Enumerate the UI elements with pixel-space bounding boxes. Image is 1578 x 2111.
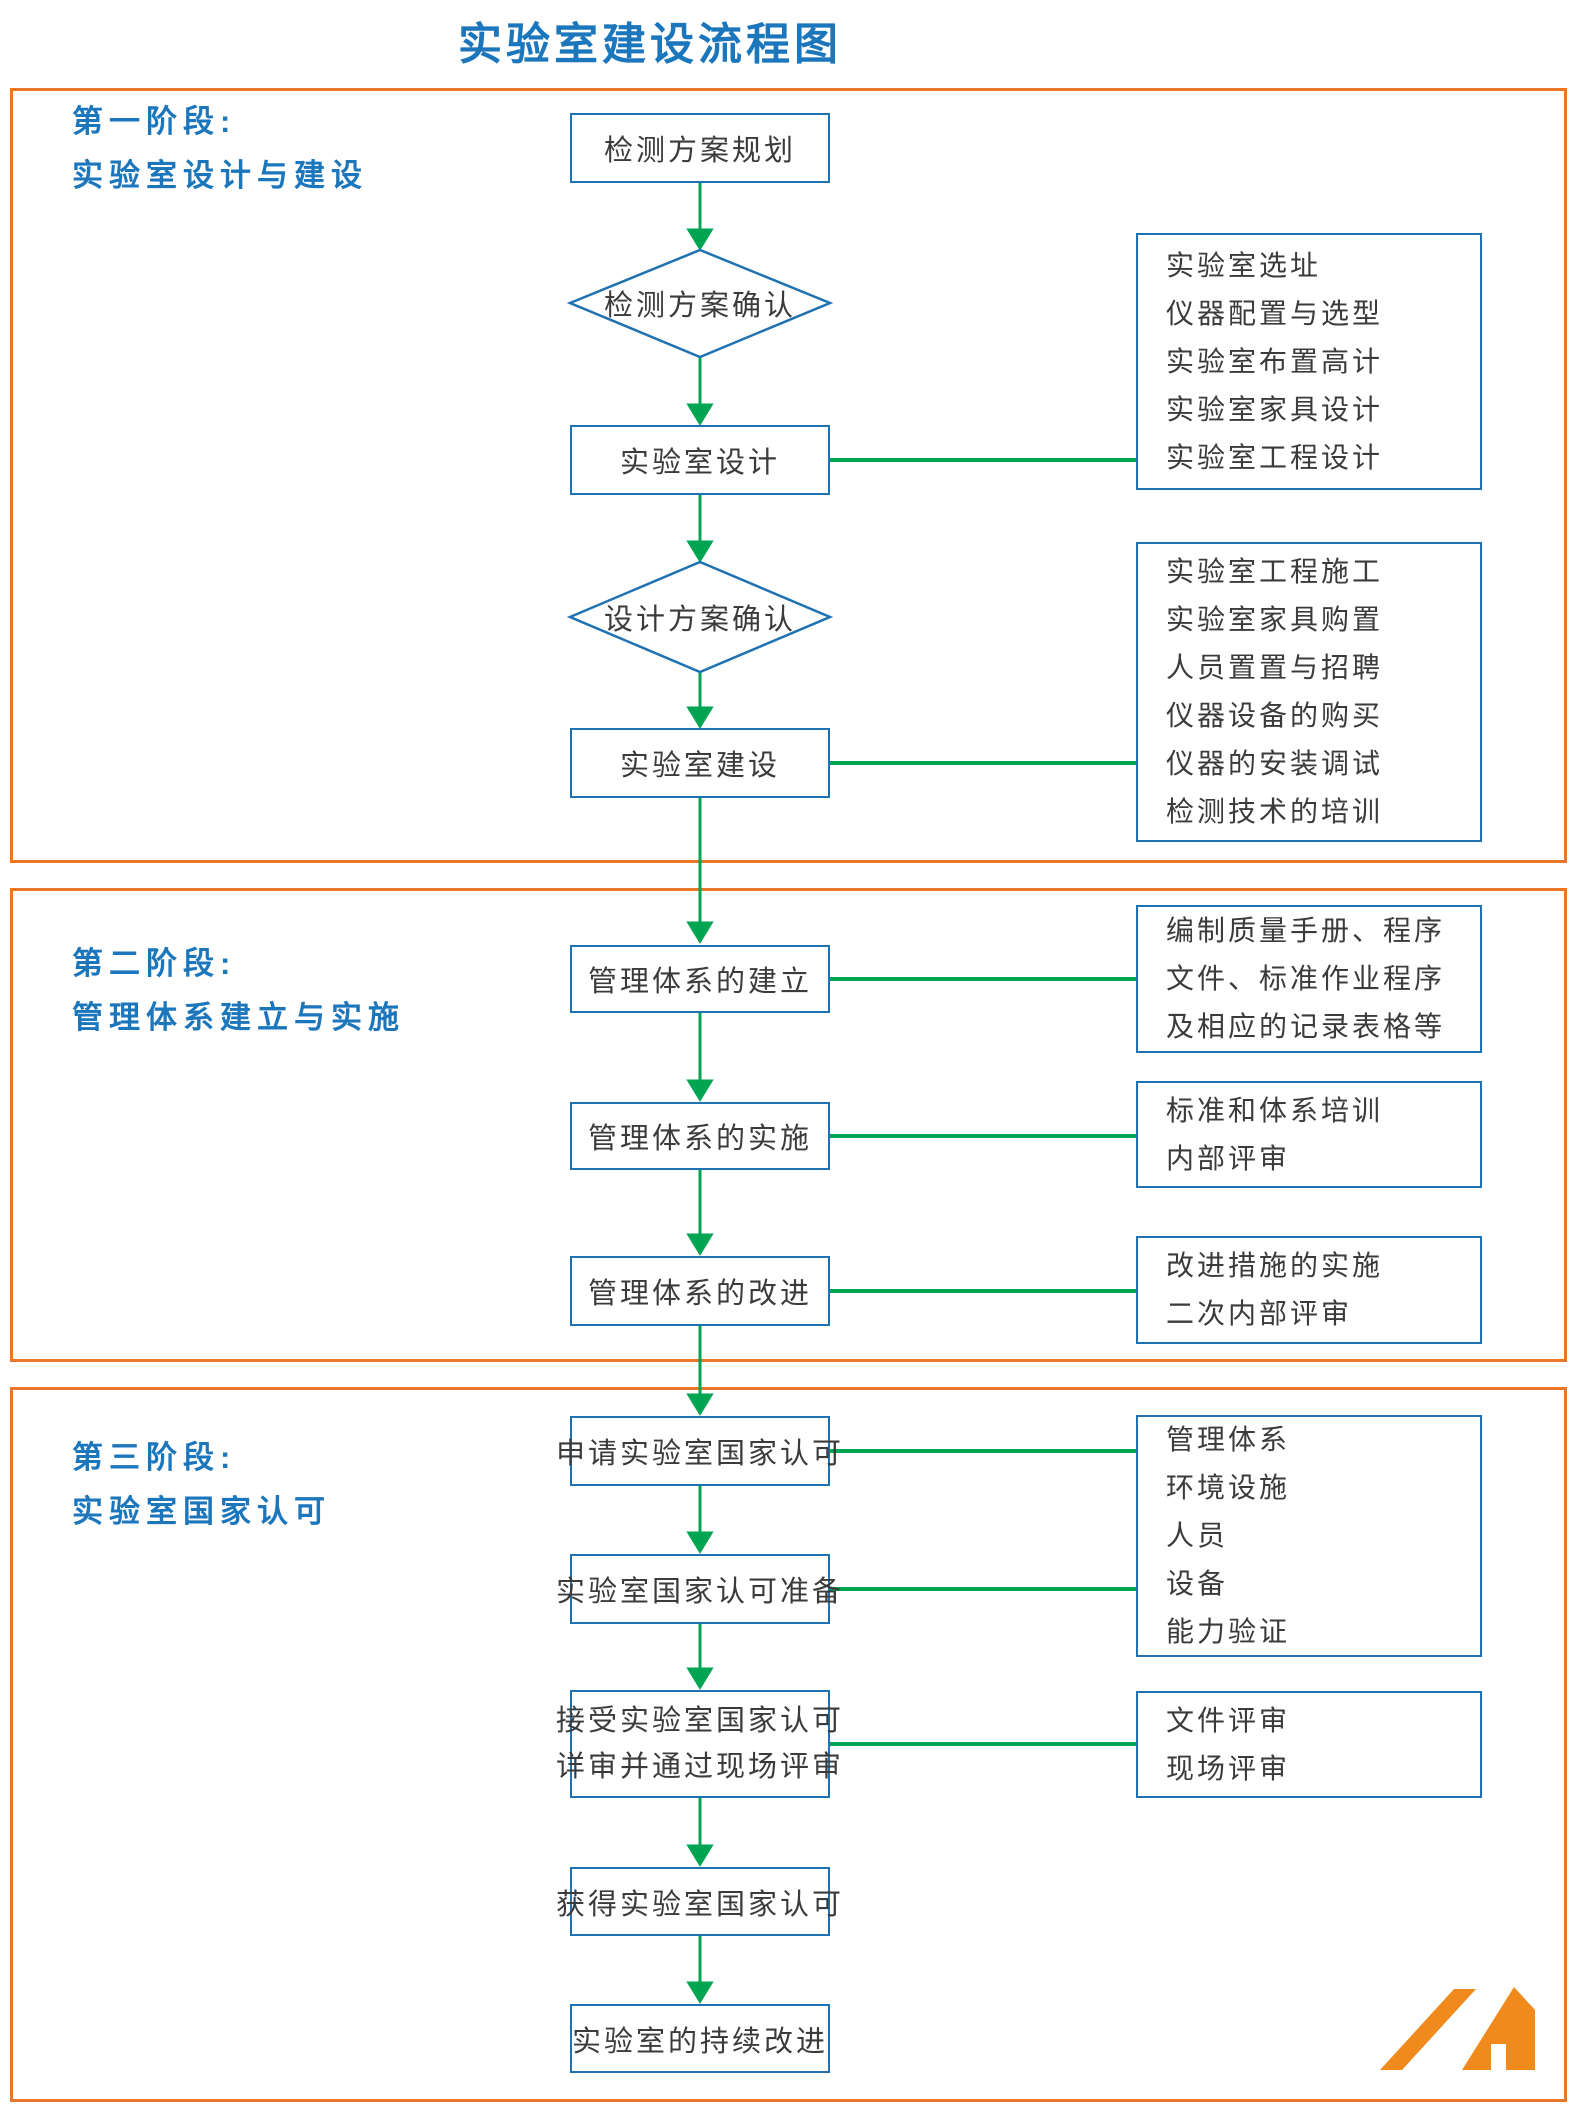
phase-1-label-line1: 第一阶段: <box>72 104 237 139</box>
diamond-design-confirm-label: 设计方案确认 <box>603 604 796 636</box>
phase-3-region <box>10 1387 1567 2102</box>
node-design-box: 实验室设计 <box>570 425 830 495</box>
node-sys-improve-box: 管理体系的改进 <box>570 1256 830 1326</box>
annotation-implement-details: 标准和体系培训 内部评审 <box>1136 1081 1482 1188</box>
phase-2-label-line1: 第二阶段: <box>72 946 237 981</box>
phase-2-label-line2: 管理体系建立与实施 <box>72 1000 405 1035</box>
phase-2-region <box>10 888 1567 1362</box>
node-sys-implement-box: 管理体系的实施 <box>570 1102 830 1170</box>
phase-1-region <box>10 88 1567 863</box>
node-continuous-box: 实验室的持续改进 <box>570 2004 830 2073</box>
node-obtain-box: 获得实验室国家认可 <box>556 1867 841 1936</box>
node-build-box: 实验室建设 <box>570 728 830 798</box>
node-prepare-box: 实验室国家认可准备 <box>556 1554 841 1624</box>
page-title: 实验室建设流程图 <box>458 20 842 69</box>
node-apply-box: 申请实验室国家认可 <box>556 1416 841 1486</box>
annotation-establish-details: 编制质量手册、程序 文件、标准作业程序 及相应的记录表格等 <box>1136 905 1482 1053</box>
annotation-improve-details: 改进措施的实施 二次内部评审 <box>1136 1236 1482 1344</box>
company-logo-icon <box>1380 1987 1535 2070</box>
phase-3-label-line1: 第三阶段: <box>72 1440 237 1475</box>
phase-3-label-line2: 实验室国家认可 <box>72 1494 331 1529</box>
annotation-review-details: 文件评审 现场评审 <box>1136 1691 1482 1798</box>
annotation-design-details: 实验室选址 仪器配置与选型 实验室布置高计 实验室家具设计 实验室工程设计 <box>1136 233 1482 490</box>
annotation-build-details: 实验室工程施工 实验室家具购置 人员置置与招聘 仪器设备的购买 仪器的安装调试 … <box>1136 542 1482 842</box>
node-plan-box: 检测方案规划 <box>570 113 830 183</box>
phase-1-label-line2: 实验室设计与建设 <box>72 158 368 193</box>
node-accept-box: 接受实验室国家认可 详审并通过现场评审 <box>556 1690 841 1798</box>
diamond-plan-confirm-label: 检测方案确认 <box>603 290 796 322</box>
annotation-accreditation-elements: 管理体系 环境设施 人员 设备 能力验证 <box>1136 1415 1482 1657</box>
node-sys-establish-box: 管理体系的建立 <box>570 945 830 1013</box>
